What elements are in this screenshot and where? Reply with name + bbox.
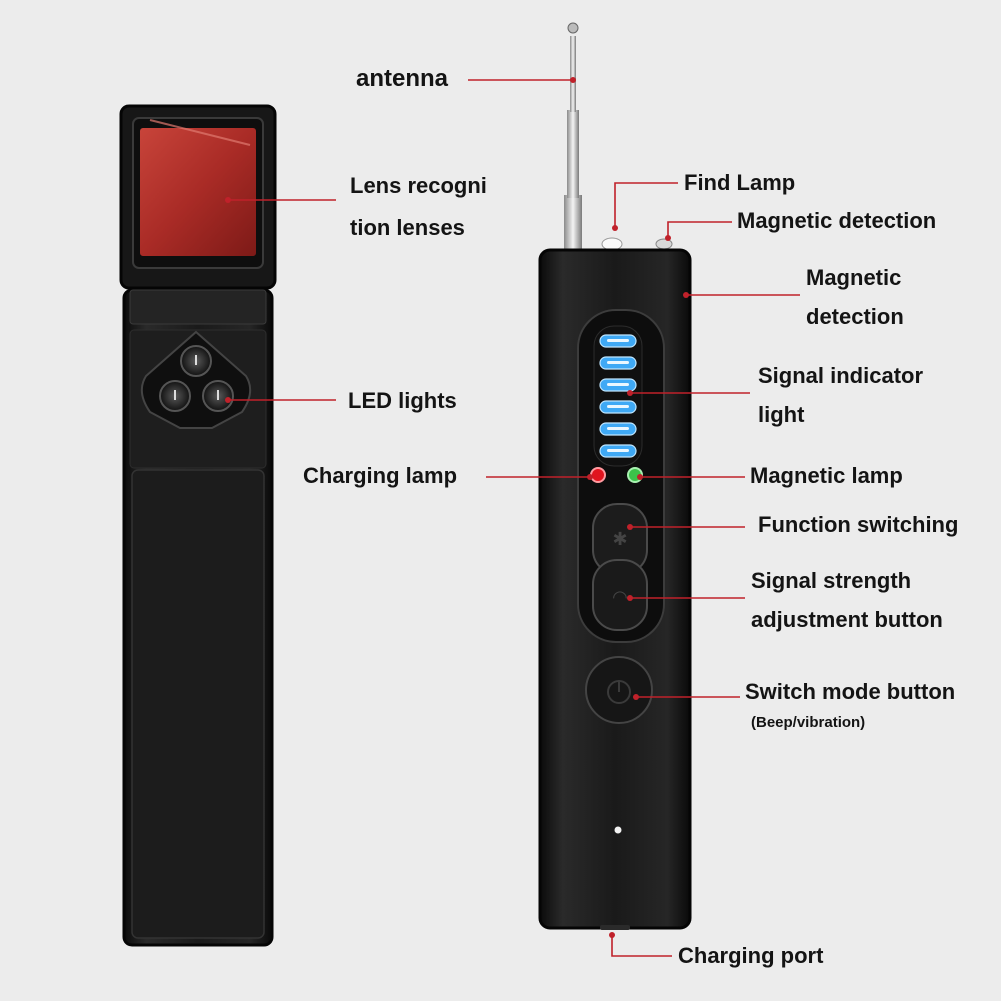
label-lens-line1: Lens recogni (350, 173, 487, 198)
signal-indicator-lights (599, 334, 637, 458)
label-function-switching: Function switching (758, 512, 959, 537)
label-charging-port: Charging port (678, 943, 824, 968)
label-find-lamp: Find Lamp (684, 170, 796, 195)
signal-indicator-highlight-5 (607, 427, 629, 430)
label-led-lights: LED lights (348, 388, 457, 413)
dot-signal-indicator (627, 390, 633, 396)
label-signal-indicator-line1: Signal indicator (758, 363, 924, 388)
label-charging-lamp: Charging lamp (303, 463, 458, 488)
dot-lens (225, 197, 231, 203)
dot-antenna (570, 77, 576, 83)
label-signal-strength-line2: adjustment button (751, 607, 943, 632)
signal-indicator-highlight-4 (607, 405, 629, 408)
dot-charging-lamp (587, 474, 593, 480)
label-magnetic-lamp: Magnetic lamp (750, 463, 903, 488)
antenna-tip-rod (570, 36, 576, 112)
dot-magnetic-side (683, 292, 689, 298)
charging-lamp (590, 467, 606, 483)
led-light-1-mark (195, 355, 197, 365)
label-switch-mode-button: Switch mode button (745, 679, 956, 704)
signal-icon: ◠ (612, 587, 628, 608)
label-signal-indicator-line2: light (758, 402, 805, 427)
signal-strength-button[interactable] (592, 559, 648, 631)
left-device-collar (129, 289, 267, 325)
signal-indicator-highlight-6 (607, 449, 629, 452)
leader-magnetic-top (667, 221, 732, 238)
dot-function (627, 524, 633, 530)
antenna-tip (567, 22, 579, 34)
leader-dots (225, 77, 689, 938)
charging-port (600, 925, 630, 930)
led-light-3-mark (217, 390, 219, 400)
label-signal-strength-line1: Signal strength (751, 568, 912, 593)
antenna-mid (567, 110, 579, 198)
indicator-dot (614, 826, 622, 834)
dot-switch-mode (633, 694, 639, 700)
label-magnetic-detection-side-line2: detection (806, 304, 904, 329)
label-magnetic-detection-side-line1: Magnetic (806, 265, 902, 290)
dot-signal-strength (627, 595, 633, 601)
function-icon: ✱ (612, 529, 627, 550)
signal-indicator-highlight-2 (607, 361, 629, 364)
antenna-base (564, 195, 582, 253)
lens-glare (149, 119, 251, 146)
dot-find-lamp (612, 225, 618, 231)
leader-charging-port (611, 935, 672, 957)
signal-indicator-highlight-1 (607, 339, 629, 342)
left-device-lower-panel (131, 469, 265, 939)
signal-indicator-highlight-3 (607, 383, 629, 386)
label-magnetic-detection-top: Magnetic detection (737, 208, 937, 233)
lens-recognition-lens (140, 128, 256, 256)
label-lens-line2: tion lenses (350, 215, 465, 240)
left-device (119, 104, 277, 947)
dot-led (225, 397, 231, 403)
leader-find-lamp (614, 182, 678, 228)
label-switch-mode-note: (Beep/vibration) (751, 714, 866, 731)
find-lamp (601, 237, 623, 251)
label-antenna: antenna (356, 65, 449, 92)
dot-magnetic-lamp (637, 474, 643, 480)
dot-charging-port (609, 932, 615, 938)
led-light-2-mark (174, 390, 176, 400)
leader-lines (228, 79, 800, 957)
dot-magnetic-top (665, 235, 671, 241)
